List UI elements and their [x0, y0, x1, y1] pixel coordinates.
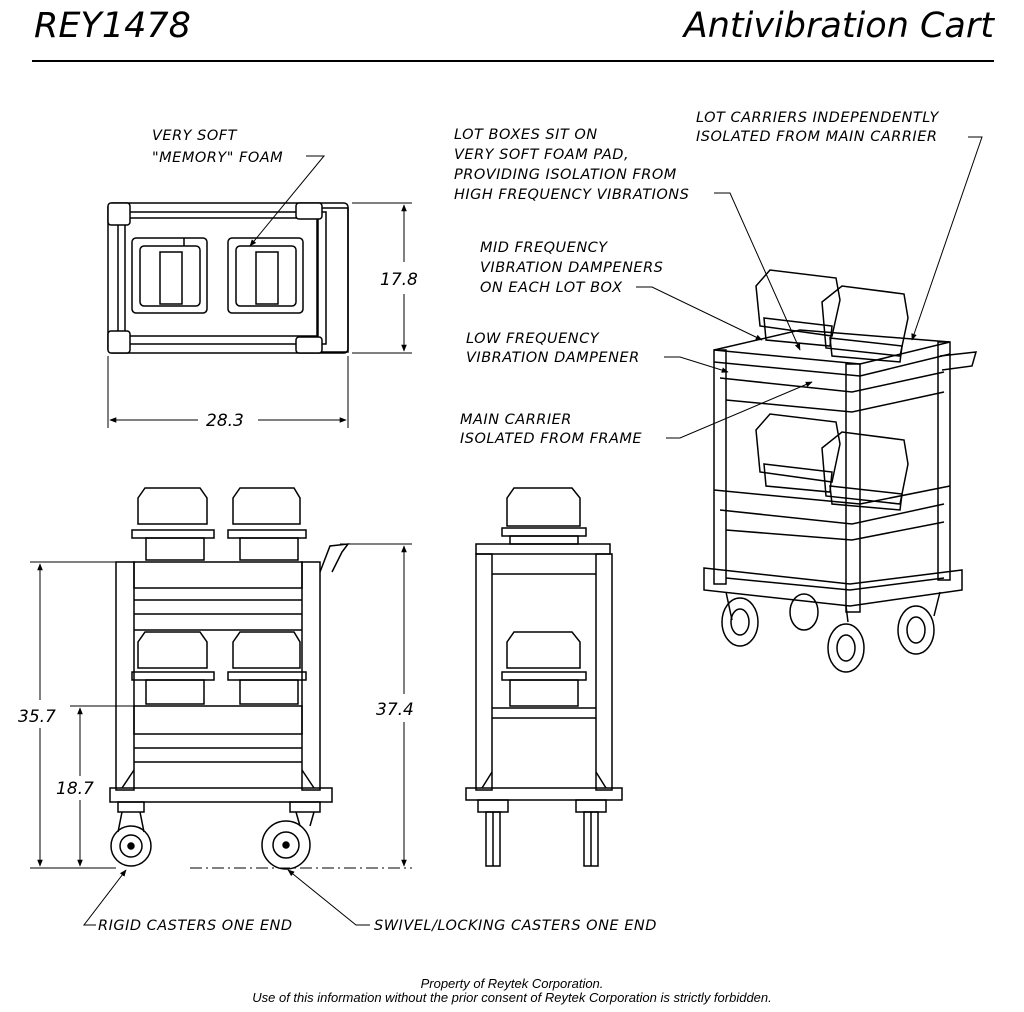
swivel-casters-label: SWIVEL/LOCKING CASTERS ONE END	[374, 918, 657, 934]
end-view-lot-box-lower	[501, 631, 587, 707]
top-view-lot-box-left	[131, 237, 208, 314]
low-freq-label: LOW FREQUENCY VIBRATION DAMPENER	[466, 331, 640, 366]
top-view-lot-box-right	[227, 237, 304, 314]
dim-17-8: 17.8	[380, 270, 418, 290]
dim-28-3: 28.3	[206, 411, 244, 431]
lot-carriers-callout: LOT CARRIERS INDEPENDENTLY ISOLATED FROM…	[696, 110, 983, 341]
side-view-lot-box-lower-left	[131, 631, 215, 705]
part-number: REY1478	[34, 6, 191, 46]
top-view-dimension-17-8	[352, 202, 412, 354]
iso-lot-box-upper-2	[821, 285, 909, 363]
foam-callout: VERY SOFT "MEMORY" FOAM	[152, 128, 326, 247]
rigid-casters-label: RIGID CASTERS ONE END	[98, 918, 293, 934]
footer-line-1: Property of Reytek Corporation.	[420, 976, 604, 991]
side-view-dimensions	[30, 543, 412, 869]
iso-caster-front-right	[897, 591, 941, 655]
side-view-swivel-caster	[261, 801, 321, 870]
main-carrier-callout: MAIN CARRIER ISOLATED FROM FRAME	[460, 381, 813, 447]
dim-35-7: 35.7	[18, 707, 56, 727]
mid-freq-callout: MID FREQUENCY VIBRATION DAMPENERS ON EAC…	[480, 240, 763, 341]
end-view-caster-left	[477, 799, 509, 867]
lot-boxes-callout: LOT BOXES SIT ON VERY SOFT FOAM PAD, PRO…	[454, 127, 801, 351]
end-view-lot-box-upper	[501, 487, 587, 545]
dim-37-4: 37.4	[376, 700, 414, 720]
iso-caster-front-middle	[827, 605, 865, 673]
footer-line-2: Use of this information without the prio…	[252, 990, 772, 1005]
isometric-view	[703, 269, 978, 673]
low-freq-callout: LOW FREQUENCY VIBRATION DAMPENER	[466, 331, 729, 373]
iso-caster-front-left	[721, 591, 759, 647]
lot-carriers-label: LOT CARRIERS INDEPENDENTLY ISOLATED FROM…	[696, 110, 944, 145]
top-view-dimension-28-3	[107, 356, 349, 428]
mid-freq-label: MID FREQUENCY VIBRATION DAMPENERS ON EAC…	[480, 240, 668, 296]
side-view-lot-box-upper-right	[227, 487, 307, 561]
main-carrier-label: MAIN CARRIER ISOLATED FROM FRAME	[460, 412, 642, 447]
lot-boxes-label: LOT BOXES SIT ON VERY SOFT FOAM PAD, PRO…	[454, 127, 689, 203]
swivel-casters-callout: SWIVEL/LOCKING CASTERS ONE END	[287, 869, 657, 934]
rigid-casters-callout: RIGID CASTERS ONE END	[82, 869, 293, 934]
side-view-lot-box-upper-left	[131, 487, 215, 561]
side-view-rigid-caster	[110, 801, 152, 867]
dim-18-7: 18.7	[56, 779, 94, 799]
drawing-title: Antivibration Cart	[683, 6, 994, 46]
iso-caster-rear	[789, 593, 819, 631]
end-view-caster-right	[575, 799, 607, 867]
top-view	[107, 202, 349, 354]
end-view	[465, 487, 623, 867]
iso-lot-box-lower-1	[755, 413, 841, 493]
iso-lot-box-lower-2	[821, 431, 909, 511]
foam-label: VERY SOFT "MEMORY" FOAM	[152, 128, 283, 166]
side-view-lot-box-lower-right	[227, 631, 307, 705]
iso-lot-box-upper-1	[755, 269, 841, 347]
side-view	[109, 487, 350, 870]
header-rule	[32, 60, 994, 62]
